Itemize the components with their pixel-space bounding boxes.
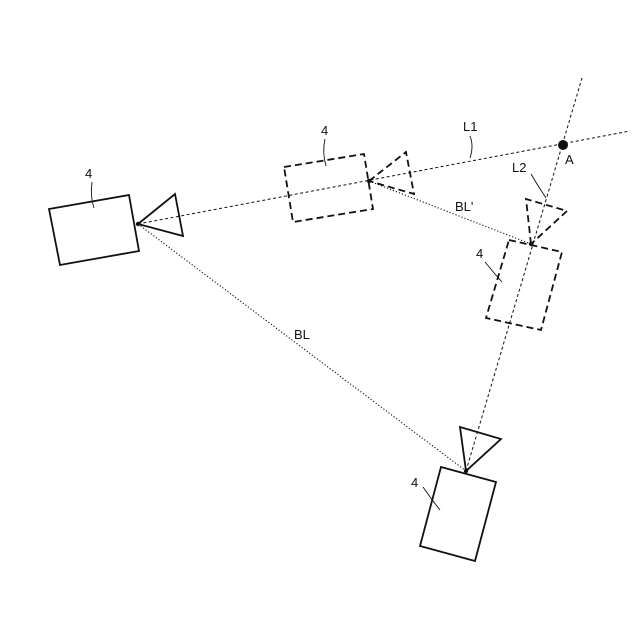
line-l1 [138,131,630,224]
label-l1: L1 [463,119,477,134]
camera-left [49,194,183,265]
camera-bottom-center [464,469,468,473]
camera-left-lens [138,194,183,236]
leader-cam-left [91,182,94,208]
camera-top-lens [369,152,414,194]
label-cam-top: 4 [321,123,328,138]
camera-bottom-body [420,467,496,561]
line-l2 [466,78,582,471]
camera-right-lens [526,199,567,244]
label-l2: L2 [512,160,526,175]
camera-bottom-lens [460,427,501,471]
camera-right-body [486,240,562,330]
label-point-a: A [565,152,574,167]
camera-left-center [136,222,140,226]
label-baseline-bl: BL [294,327,310,342]
camera-bottom [420,427,501,561]
camera-top [284,152,414,222]
leader-l1 [470,136,472,158]
camera-top-center [367,179,371,183]
leader-cam-top [324,139,326,166]
label-cam-left: 4 [85,166,92,181]
baseline-bl-prime [369,181,531,244]
baseline-bl [138,224,466,471]
label-baseline-bl-prime: BL' [455,199,473,214]
camera-left-body [49,195,139,265]
leader-cam-bottom [423,487,440,510]
camera-right-center [529,242,533,246]
label-cam-bottom: 4 [411,475,418,490]
leader-l2 [531,174,546,198]
leader-cam-right [485,262,502,282]
point-a-marker [558,140,568,150]
label-cam-right: 4 [476,246,483,261]
